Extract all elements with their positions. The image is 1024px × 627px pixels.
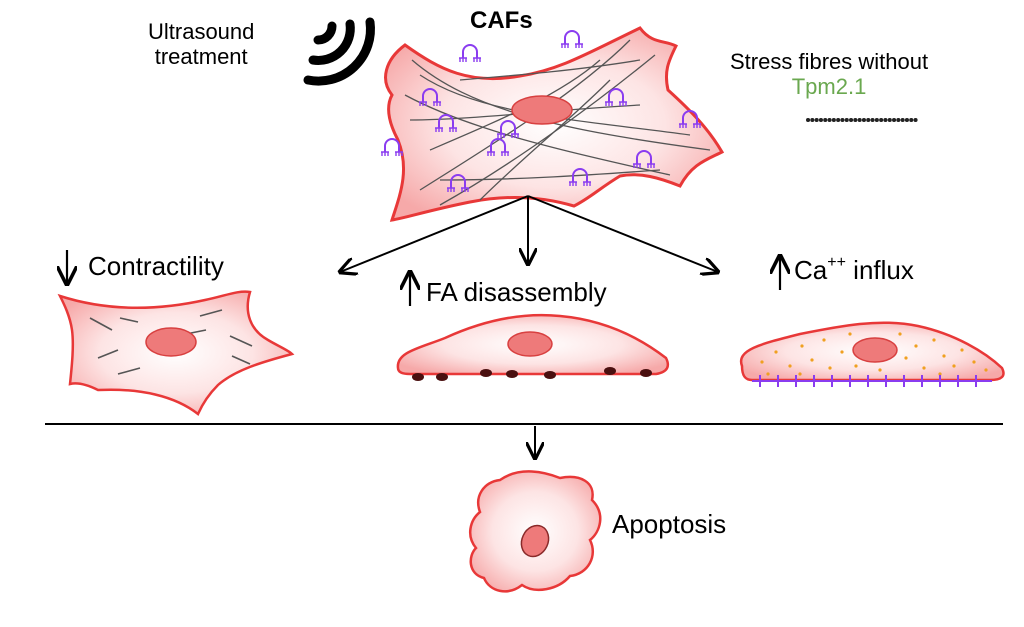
fa-disassembly-cell <box>396 313 670 381</box>
contractility-cell <box>57 290 295 416</box>
calcium-dots <box>760 332 988 376</box>
ultrasound-treatment-label: Ultrasound treatment <box>148 19 255 69</box>
stress-line1: Stress fibres without <box>730 49 929 74</box>
apoptotic-cell <box>468 470 602 593</box>
ultrasound-line1: Ultrasound <box>148 19 255 44</box>
caf-cell <box>380 26 725 222</box>
focal-adhesions <box>412 367 652 381</box>
apoptosis-label: Apoptosis <box>612 509 727 539</box>
ca-influx-label: Ca++ influx <box>794 254 914 285</box>
ultrasound-waves-icon <box>303 17 375 86</box>
ca-influx-cell <box>739 321 1005 387</box>
ultrasound-line2: treatment <box>154 43 248 69</box>
branch-arrows <box>340 195 718 272</box>
calcium-channels <box>752 375 992 387</box>
contractility-label: Contractility <box>88 251 224 281</box>
arrow-up-icon <box>410 256 780 306</box>
nucleus <box>511 95 573 125</box>
cafs-label: CAFs <box>470 7 533 34</box>
ca-superscript: ++ <box>827 254 846 271</box>
ca-suffix: influx <box>845 255 914 285</box>
fa-disassembly-label: FA disassembly <box>426 277 607 307</box>
stress-fibres-label: Stress fibres without Tpm2.1 <box>730 49 929 99</box>
tpm-label: Tpm2.1 <box>791 73 867 99</box>
ca-prefix: Ca <box>794 255 828 285</box>
